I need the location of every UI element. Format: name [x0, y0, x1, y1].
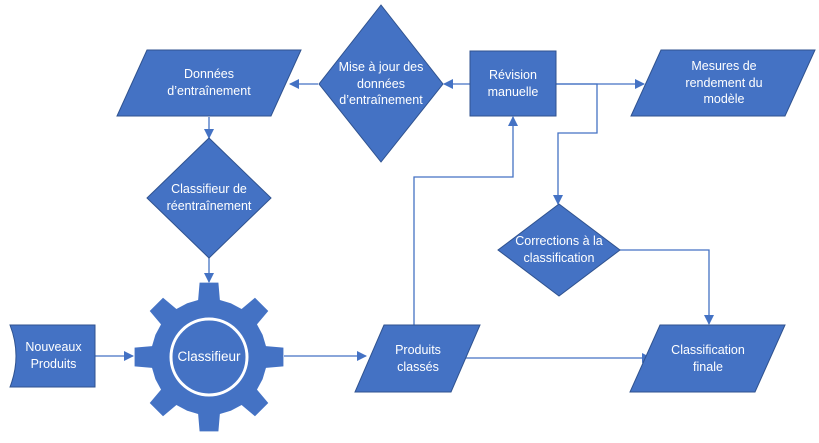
classification-finale-label: Classification finale	[671, 342, 745, 374]
mise-a-jour-diamond-shape	[318, 4, 444, 163]
mise-a-jour-label: Mise à jour des données d’entraînement	[338, 59, 424, 108]
produits-classes-shape	[354, 324, 481, 393]
revision-manuelle-label: Révision manuelle	[487, 67, 539, 99]
classifieur-label: Classifieur	[177, 348, 241, 364]
donnees-entrainement-label: Données d’entraînement	[167, 67, 251, 98]
nouveaux-produits-shape	[9, 324, 96, 388]
mesures-rendement-shape	[630, 49, 816, 117]
mesures-rendement-label: Mesures de rendement du modèle	[685, 58, 763, 107]
classification-finale-shape	[629, 324, 786, 393]
nouveaux-produits-label: Nouveaux Produits	[25, 340, 82, 371]
corrections-label: Corrections à la classification	[515, 234, 603, 265]
classifieur-reentrainement-diamond-shape	[146, 137, 272, 259]
edge-revision-to-corrections	[553, 83, 598, 205]
edge-corrections-to-classification-finale	[620, 249, 714, 325]
classifieur-reentrainement-label: Classifieur de réentraînement	[166, 182, 252, 213]
classifieur-inner-circle	[169, 317, 249, 397]
corrections-diamond-shape	[497, 203, 621, 297]
donnees-entrainement-shape	[116, 49, 302, 117]
classifieur-gear-shape	[134, 282, 284, 432]
revision-manuelle-shape	[469, 50, 557, 117]
connectors	[95, 79, 714, 363]
edge-produits-to-revision	[413, 116, 518, 326]
produits-classes-label: Produits classés	[395, 342, 441, 374]
